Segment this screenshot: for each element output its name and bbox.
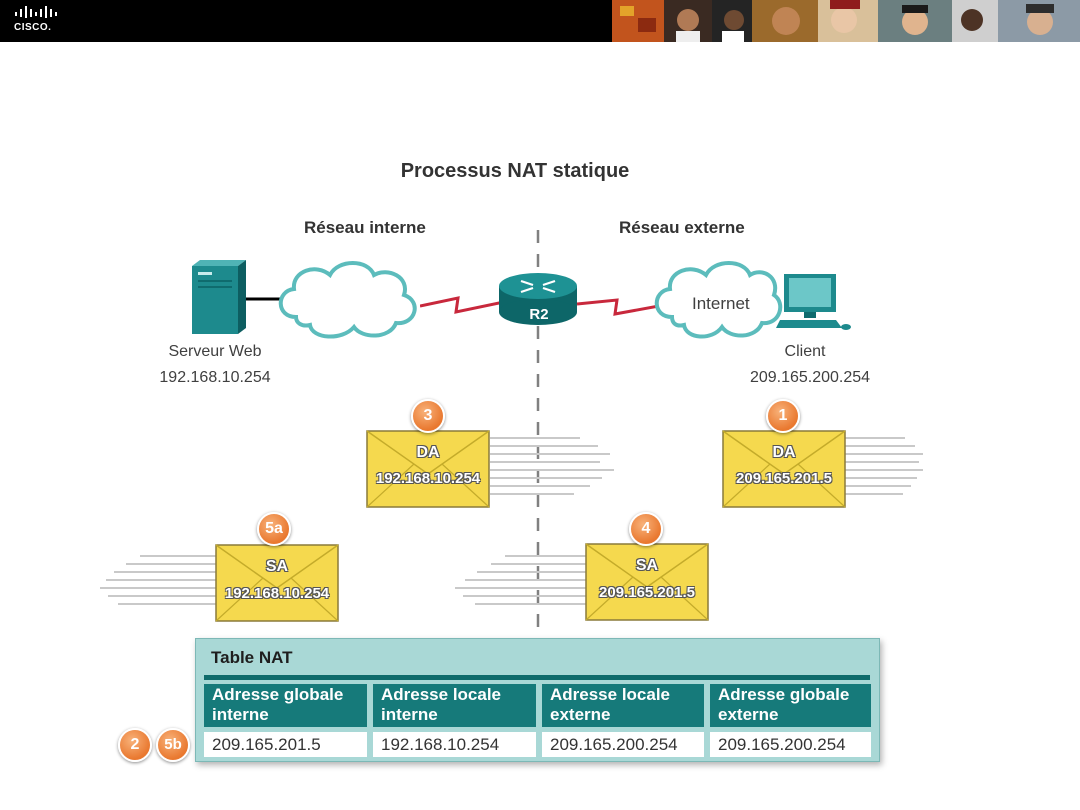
nat-header-outside-global: Adresse globale externe: [710, 684, 871, 727]
internal-cloud-icon: [278, 261, 417, 339]
server-name: Serveur Web: [168, 343, 262, 360]
header-line: interne: [212, 705, 269, 724]
server-ip: 192.168.10.254: [159, 369, 271, 386]
step-badge: 5b: [156, 728, 190, 762]
nat-table: Table NAT Adresse globale interne Adress…: [195, 638, 880, 762]
nat-header-inside-local: Adresse locale interne: [373, 684, 536, 727]
header-line: Adresse locale: [550, 685, 671, 704]
step-badge: 5a: [257, 512, 291, 546]
packet-5a-address: 209.165.201.5: [599, 584, 695, 601]
client-ip: 209.165.200.254: [749, 369, 871, 386]
internet-cloud-icon: [654, 261, 783, 339]
packet-3-address: 192.168.10.254: [375, 470, 481, 487]
table-cell: 209.165.200.254: [542, 732, 704, 757]
serial-link-external: [577, 298, 659, 316]
network-divider: [536, 230, 540, 636]
router-icon: [499, 273, 577, 325]
header-line: Adresse globale: [718, 685, 850, 704]
packet-4-address: 192.168.10.254: [224, 585, 330, 602]
people-photo-strip: [612, 0, 1080, 42]
nat-header-inside-global: Adresse globale interne: [204, 684, 367, 727]
serial-link-internal: [420, 296, 504, 314]
cloud-label: Internet: [692, 294, 750, 313]
nat-header-outside-local: Adresse locale externe: [542, 684, 704, 727]
ethernet-link: [246, 297, 282, 301]
header-bar: CISCO.: [0, 0, 1080, 42]
step-badge: 1: [766, 399, 800, 433]
envelope-icon: [366, 430, 490, 508]
internal-network-label: Réseau interne: [304, 218, 426, 237]
step-badge: 4: [629, 512, 663, 546]
external-network-label: Réseau externe: [619, 218, 745, 237]
header-line: externe: [550, 705, 611, 724]
step-badge: 3: [411, 399, 445, 433]
packet-1-field: DA: [772, 444, 796, 461]
router-label: R2: [529, 306, 549, 323]
envelope-icon: [722, 430, 846, 508]
nat-table-title: Table NAT: [211, 648, 293, 667]
client-name: Client: [784, 343, 826, 360]
packet-1-address: 209.165.201.5: [736, 470, 832, 487]
step-badge: 2: [118, 728, 152, 762]
table-cell: 209.165.200.254: [710, 732, 871, 757]
motion-lines: [490, 437, 614, 495]
packet-4-field: SA: [265, 558, 289, 575]
header-line: Adresse globale: [212, 685, 344, 704]
table-cell: 209.165.201.5: [204, 732, 367, 757]
logo-text: CISCO.: [14, 22, 52, 33]
header-line: interne: [381, 705, 438, 724]
packet-3-field: DA: [416, 444, 440, 461]
diagram-title: Processus NAT statique: [400, 160, 630, 182]
nat-table-divider: [204, 675, 870, 680]
server-icon: [192, 260, 246, 334]
envelope-icon: [215, 544, 339, 622]
motion-lines: [100, 555, 218, 605]
client-pc-icon: [776, 274, 851, 330]
packet-5a-field: SA: [635, 557, 659, 574]
header-line: Adresse locale: [381, 685, 502, 704]
motion-lines: [845, 437, 923, 495]
header-line: externe: [718, 705, 779, 724]
envelope-icon: [585, 543, 709, 621]
table-cell: 192.168.10.254: [373, 732, 536, 757]
motion-lines: [455, 555, 587, 605]
cisco-logo-icon: CISCO.: [14, 6, 64, 36]
